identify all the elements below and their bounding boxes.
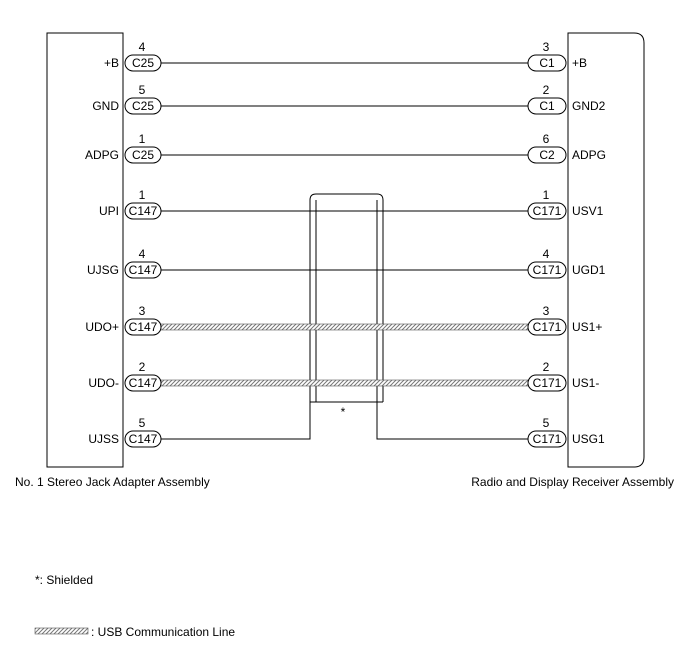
right-signal-5: US1+: [572, 320, 602, 334]
left-pin-1: 5: [139, 83, 146, 97]
right-signal-1: GND2: [572, 99, 606, 113]
wire-5-usb-line: [160, 323, 529, 331]
right-pin-6: 2: [543, 360, 550, 374]
shield-marker: *: [341, 405, 346, 419]
wire-7-right-drain: [376, 402, 528, 440]
left-connector-label-7: C147: [129, 432, 158, 446]
left-connector-4: [124, 261, 162, 279]
right-pin-4: 4: [543, 247, 550, 261]
legend-usb-swatch: [34, 627, 89, 635]
right-connector-label-1: C1: [539, 99, 555, 113]
left-pin-6: 2: [139, 360, 146, 374]
left-connector-6: [124, 374, 162, 392]
right-pin-5: 3: [543, 304, 550, 318]
left-pin-5: 3: [139, 304, 146, 318]
right-signal-0: +B: [572, 56, 587, 70]
left-pin-2: 1: [139, 132, 146, 146]
wire-7-left-drain: [161, 402, 311, 440]
left-signal-7: UJSS: [88, 432, 119, 446]
right-connector-1: [527, 97, 567, 115]
left-connector-1: [124, 97, 162, 115]
right-connector-label-2: C2: [539, 148, 555, 162]
legend-usb-line: : USB Communication Line: [91, 625, 235, 639]
left-signal-2: ADPG: [85, 148, 119, 162]
right-connector-label-7: C171: [533, 432, 562, 446]
left-connector-7: [124, 430, 162, 448]
right-connector-label-5: C171: [533, 320, 562, 334]
right-signal-2: ADPG: [572, 148, 606, 162]
right-signal-4: UGD1: [572, 263, 606, 277]
left-signal-0: +B: [104, 56, 119, 70]
right-signal-7: USG1: [572, 432, 605, 446]
right-connector-5: [527, 318, 567, 336]
left-signal-3: UPI: [99, 204, 119, 218]
right-connector-label-0: C1: [539, 56, 555, 70]
right-pin-3: 1: [543, 188, 550, 202]
left-pin-7: 5: [139, 416, 146, 430]
left-connector-label-2: C25: [132, 148, 154, 162]
right-pin-7: 5: [543, 416, 550, 430]
right-pin-2: 6: [543, 132, 550, 146]
wire-6-usb-line: [160, 379, 529, 387]
left-connector-label-4: C147: [129, 263, 158, 277]
legend-shielded: *: Shielded: [35, 573, 93, 587]
right-connector-6: [527, 374, 567, 392]
left-connector-label-3: C147: [129, 204, 158, 218]
right-component-name: Radio and Display Receiver Assembly: [471, 475, 674, 489]
shield-tube: [309, 193, 384, 403]
right-pin-0: 3: [543, 40, 550, 54]
left-pin-4: 4: [139, 247, 146, 261]
right-connector-2: [527, 146, 567, 164]
left-pin-3: 1: [139, 188, 146, 202]
left-connector-label-1: C25: [132, 99, 154, 113]
left-connector-0: [124, 54, 162, 72]
left-connector-label-5: C147: [129, 320, 158, 334]
right-connector-0: [527, 54, 567, 72]
left-signal-1: GND: [92, 99, 119, 113]
right-connector-label-6: C171: [533, 376, 562, 390]
right-connector-3: [527, 202, 567, 220]
left-signal-6: UDO-: [88, 376, 119, 390]
right-signal-3: USV1: [572, 204, 604, 218]
left-connector-label-6: C147: [129, 376, 158, 390]
left-pin-0: 4: [139, 40, 146, 54]
right-connector-label-3: C171: [533, 204, 562, 218]
right-connector-label-4: C171: [533, 263, 562, 277]
right-connector-4: [527, 261, 567, 279]
left-connector-3: [124, 202, 162, 220]
right-component-box: [567, 32, 645, 468]
left-connector-label-0: C25: [132, 56, 154, 70]
right-signal-6: US1-: [572, 376, 599, 390]
wire-group: [160, 62, 529, 440]
left-connector-2: [124, 146, 162, 164]
left-connector-5: [124, 318, 162, 336]
left-signal-4: UJSG: [87, 263, 119, 277]
left-signal-5: UDO+: [85, 320, 119, 334]
left-component-name: No. 1 Stereo Jack Adapter Assembly: [15, 475, 210, 489]
right-pin-1: 2: [543, 83, 550, 97]
right-connector-7: [527, 430, 567, 448]
left-component-box: [46, 32, 124, 468]
